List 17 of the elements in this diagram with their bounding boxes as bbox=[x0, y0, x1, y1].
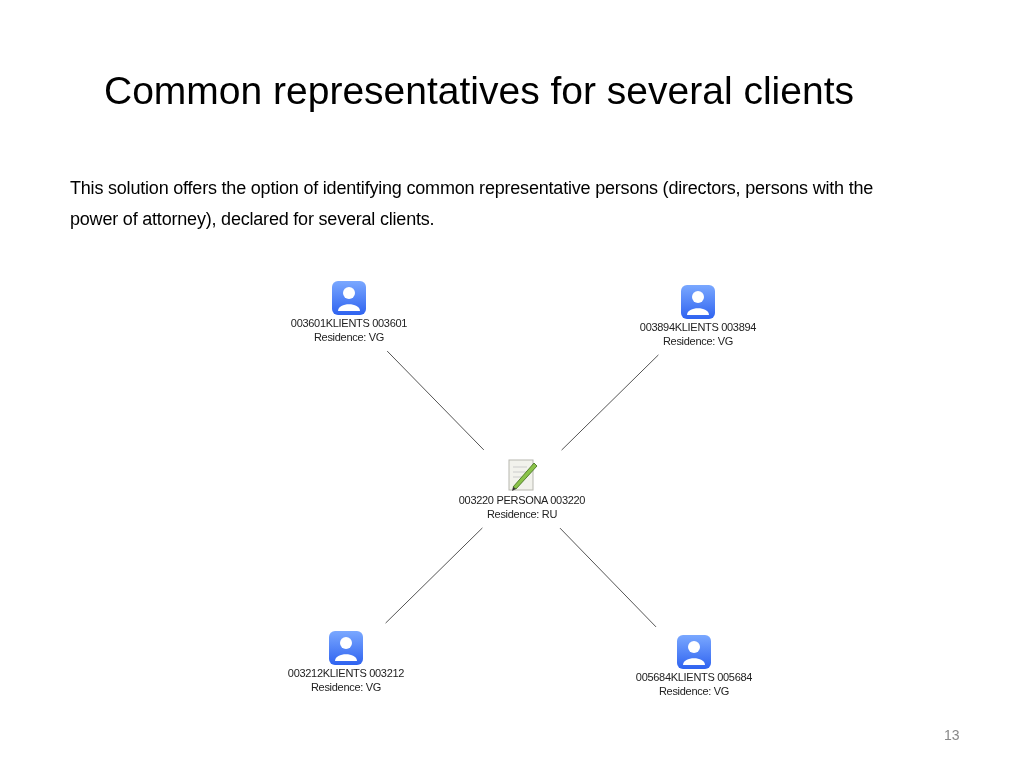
connector-line bbox=[559, 527, 657, 628]
connector-line bbox=[561, 354, 659, 451]
node-name: 005684KLIENTS 005684 bbox=[635, 670, 753, 684]
slide-title: Common representatives for several clients bbox=[104, 68, 854, 114]
description-paragraph: This solution offers the option of identifying common representative persons (directors, persons with the power of attorney), declared for several clients. bbox=[70, 177, 875, 231]
page-number: 13 bbox=[944, 726, 960, 745]
connector-line bbox=[386, 350, 485, 451]
node-name: 003220 PERSONA 003220 bbox=[458, 493, 586, 507]
residence-text: Residence: RU bbox=[486, 507, 558, 521]
residence-text: Residence: VG bbox=[310, 680, 382, 694]
residence-text: Residence: VG bbox=[313, 330, 385, 344]
residence-text: Residence: VG bbox=[658, 684, 730, 698]
residence-text: Residence: VG bbox=[662, 334, 734, 348]
node-name: 003894KLIENTS 003894 bbox=[639, 320, 757, 334]
node-name: 003601KLIENTS 003601 bbox=[290, 316, 408, 330]
node-name: 003212KLIENTS 003212 bbox=[287, 666, 405, 680]
connector-line bbox=[385, 527, 483, 624]
